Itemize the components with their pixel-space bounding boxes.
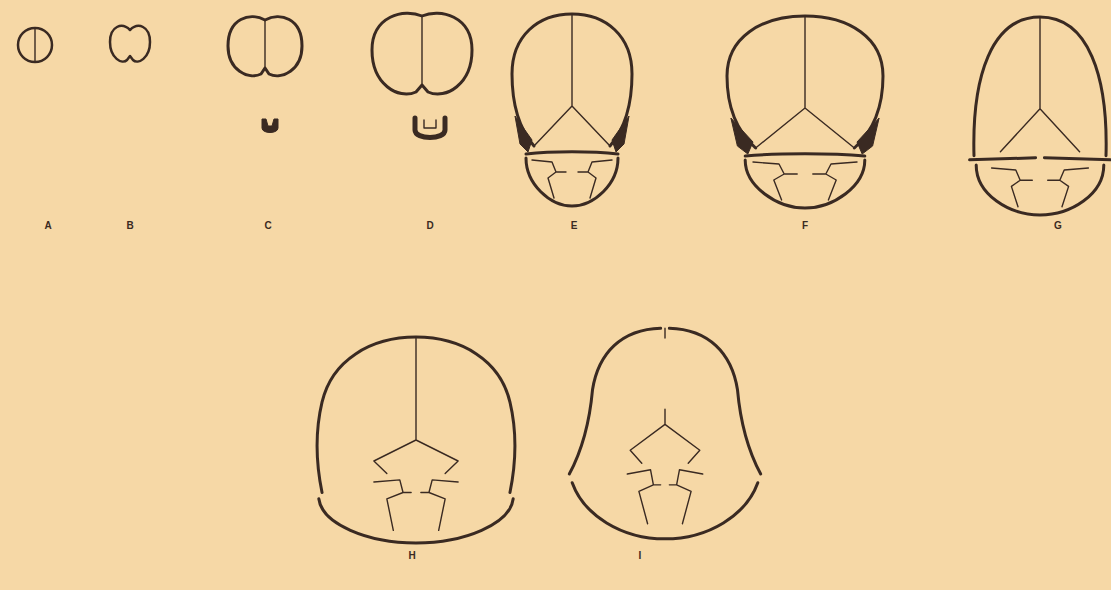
figure-letter: C: [264, 221, 271, 231]
figure-letter: B: [126, 221, 133, 231]
skull-stroke: [264, 20, 265, 68]
stage-h-figure: [317, 337, 515, 543]
skull-stroke: [421, 16, 422, 85]
figure-letter: E: [571, 221, 578, 231]
stage-e-figure: [512, 14, 632, 206]
figure-letter: I: [639, 551, 642, 561]
figure-letter: G: [1054, 221, 1062, 231]
stage-d-figure: [372, 13, 472, 137]
skull-stroke: [372, 13, 472, 94]
stage-c-figure: [228, 17, 302, 133]
skull-stroke: [18, 28, 52, 62]
stage-a-figure: [18, 28, 52, 62]
skull-stroke: [110, 26, 150, 62]
figure-letter: H: [408, 551, 415, 561]
figure-letter: F: [802, 221, 808, 231]
stage-g-figure: [970, 17, 1111, 215]
figure-letter: D: [426, 221, 433, 231]
stage-b-figure: [110, 26, 150, 62]
skull-stroke: [34, 29, 35, 61]
stage-f-figure: [727, 16, 883, 208]
skull-stroke: [262, 119, 278, 133]
stage-i-figure: [569, 328, 760, 539]
skull-stroke: [415, 118, 445, 138]
skull-stroke: [228, 17, 302, 76]
figure-letter: A: [44, 221, 51, 231]
skull-stroke: [424, 120, 436, 128]
